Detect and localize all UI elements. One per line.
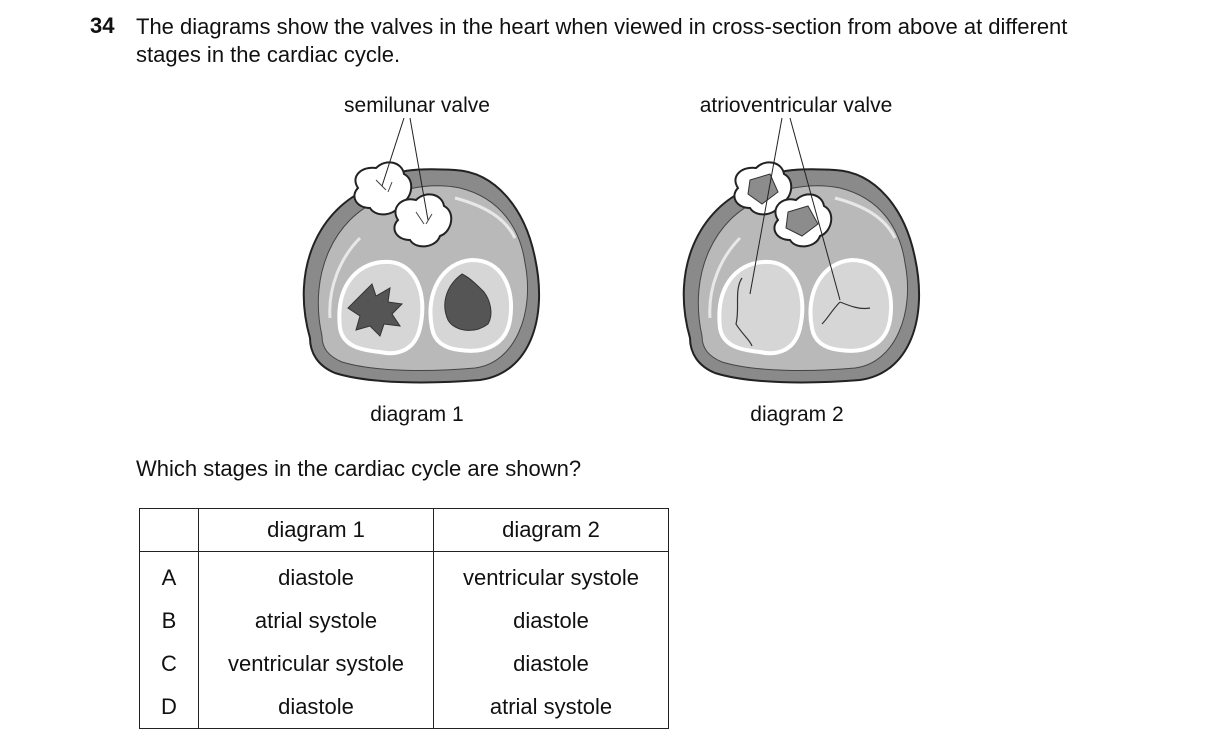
option-diagram-1: atrial systole xyxy=(198,599,434,642)
caption-diagram-2: diagram 2 xyxy=(750,403,843,426)
answer-table: diagram 1 diagram 2 A diastole ventricul… xyxy=(139,508,669,729)
option-diagram-2: diastole xyxy=(433,642,669,685)
question-prompt: Which stages in the cardiac cycle are sh… xyxy=(136,456,582,481)
table-row: C ventricular systole diastole xyxy=(139,642,669,685)
table-header-row: diagram 1 diagram 2 xyxy=(139,508,669,552)
option-letter: C xyxy=(139,642,199,685)
caption-diagram-1: diagram 1 xyxy=(370,403,463,426)
question-number: 34 xyxy=(90,13,115,38)
option-letter: A xyxy=(139,551,199,599)
table-row: D diastole atrial systole xyxy=(139,685,669,729)
header-diagram-1: diagram 1 xyxy=(198,508,434,552)
heart-valve-figure: semilunar valve atrioventricular valve xyxy=(280,88,940,438)
header-diagram-2: diagram 2 xyxy=(433,508,669,552)
option-diagram-2: atrial systole xyxy=(433,685,669,729)
option-diagram-1: diastole xyxy=(198,551,434,599)
option-diagram-1: diastole xyxy=(198,685,434,729)
option-letter: D xyxy=(139,685,199,729)
option-diagram-1: ventricular systole xyxy=(198,642,434,685)
question-text: The diagrams show the valves in the hear… xyxy=(136,14,1068,67)
heart-diagram-1 xyxy=(302,117,541,384)
table-row: B atrial systole diastole xyxy=(139,599,669,642)
table-row: A diastole ventricular systole xyxy=(139,551,669,599)
heart-diagram-2 xyxy=(682,117,921,384)
header-blank xyxy=(139,508,199,552)
option-diagram-2: diastole xyxy=(433,599,669,642)
option-diagram-2: ventricular systole xyxy=(433,551,669,599)
option-letter: B xyxy=(139,599,199,642)
label-atrioventricular-valve: atrioventricular valve xyxy=(700,94,893,117)
label-semilunar-valve: semilunar valve xyxy=(344,94,490,117)
